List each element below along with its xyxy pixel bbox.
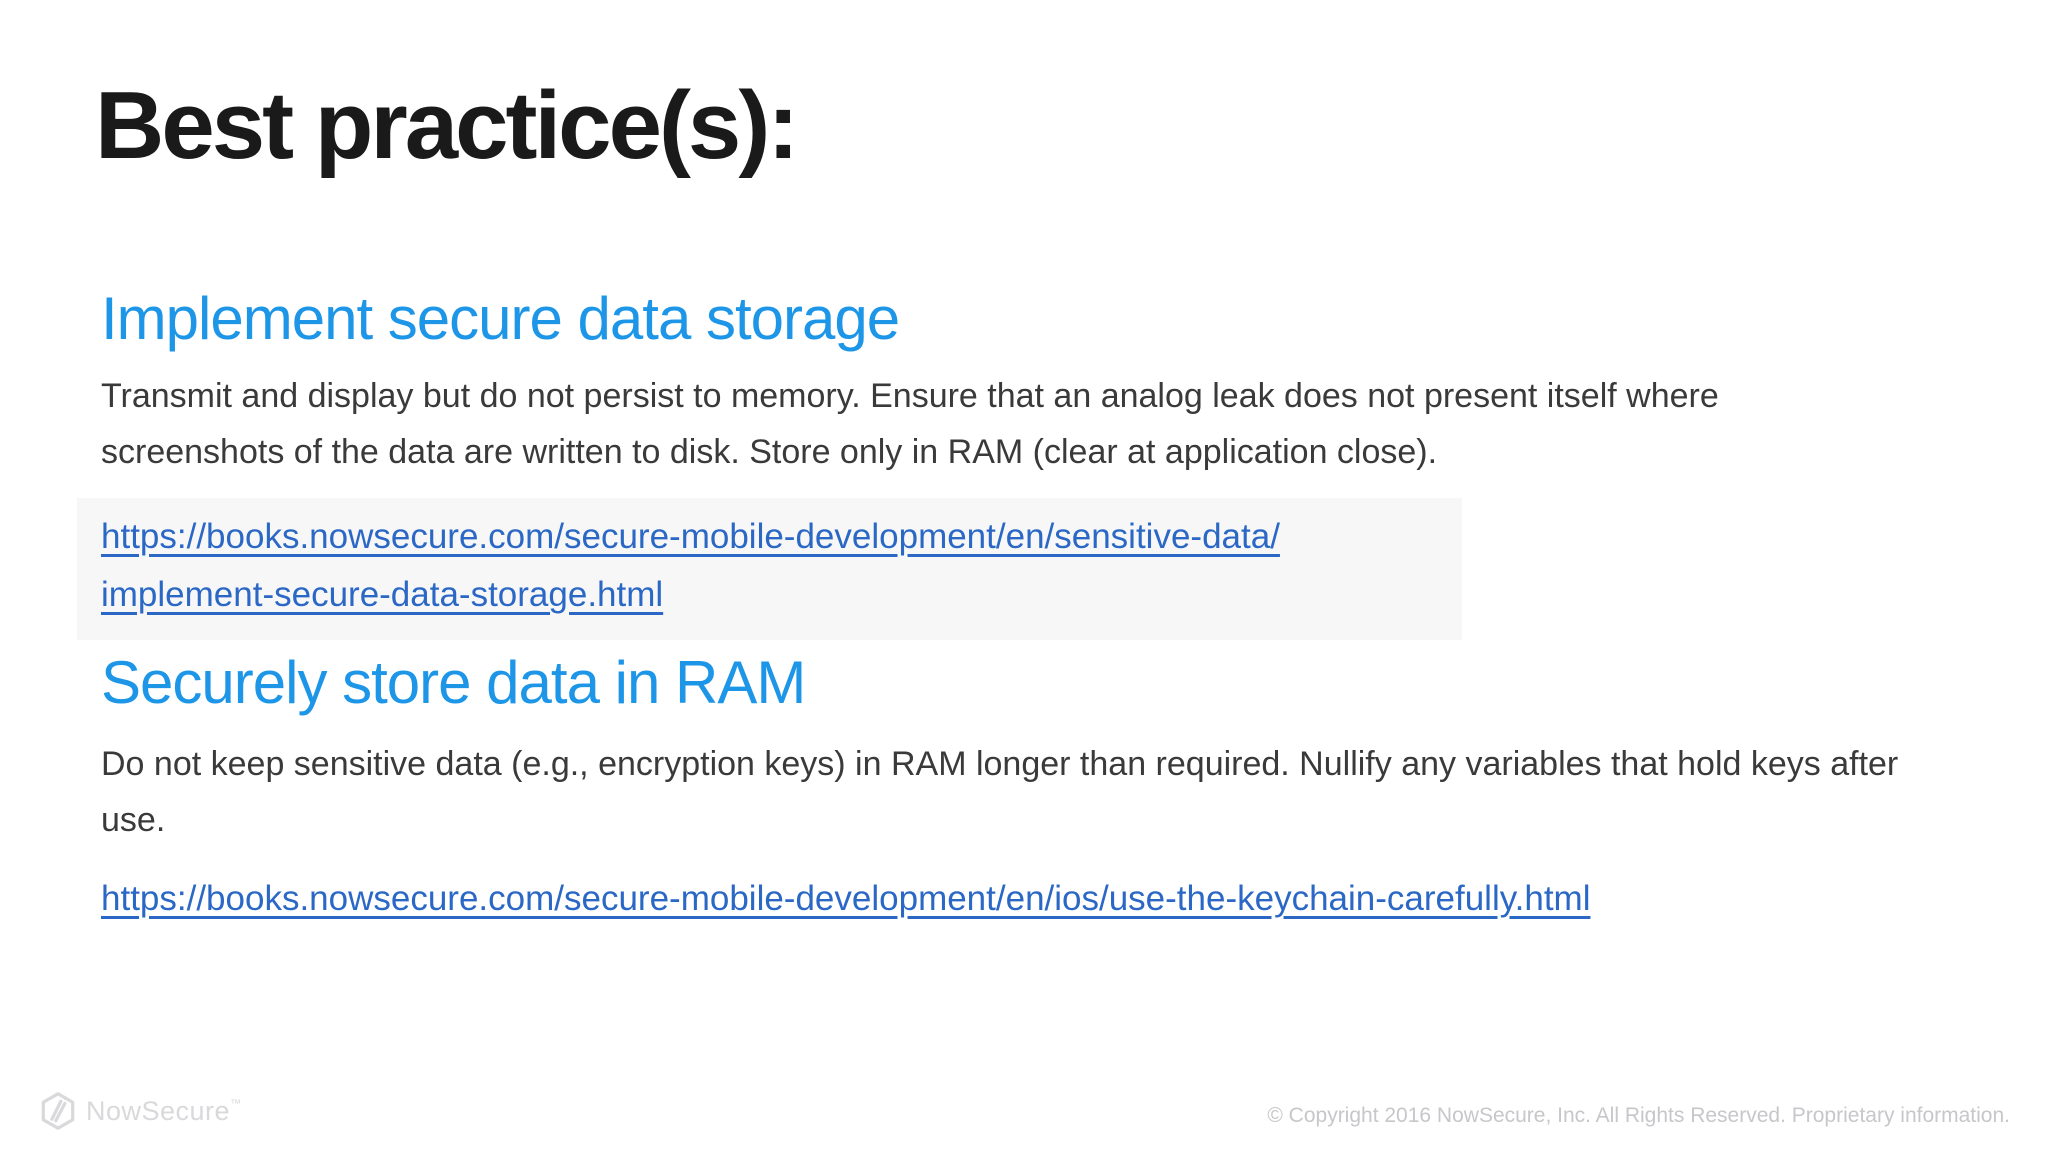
link-line: https://books.nowsecure.com/secure-mobil… [101, 517, 1280, 556]
link-line: implement-secure-data-storage.html [101, 575, 664, 614]
nowsecure-wordmark: NowSecure™ [86, 1095, 242, 1126]
copyright-text: © Copyright 2016 NowSecure, Inc. All Rig… [1267, 1104, 2010, 1127]
trademark-symbol: ™ [230, 1097, 242, 1110]
link-implement-secure-data-storage[interactable]: https://books.nowsecure.com/secure-mobil… [101, 508, 1280, 624]
section-heading-store-data-in-ram: Securely store data in RAM [101, 649, 806, 716]
section-heading-secure-data-storage: Implement secure data storage [101, 285, 900, 352]
slide-title: Best practice(s): [95, 72, 799, 179]
nowsecure-logo: NowSecure™ [40, 1092, 242, 1130]
link-line: https://books.nowsecure.com/secure-mobil… [101, 879, 1591, 918]
link-highlight-box [77, 498, 1462, 640]
nowsecure-hexagon-icon [40, 1092, 76, 1130]
section-body-store-data-in-ram: Do not keep sensitive data (e.g., encryp… [101, 745, 1899, 839]
slide-footer: NowSecure™ © Copyright 2016 NowSecure, I… [0, 1092, 2048, 1152]
link-use-the-keychain-carefully[interactable]: https://books.nowsecure.com/secure-mobil… [101, 870, 1590, 928]
section-body-secure-data-storage: Transmit and display but do not persist … [101, 377, 1719, 471]
